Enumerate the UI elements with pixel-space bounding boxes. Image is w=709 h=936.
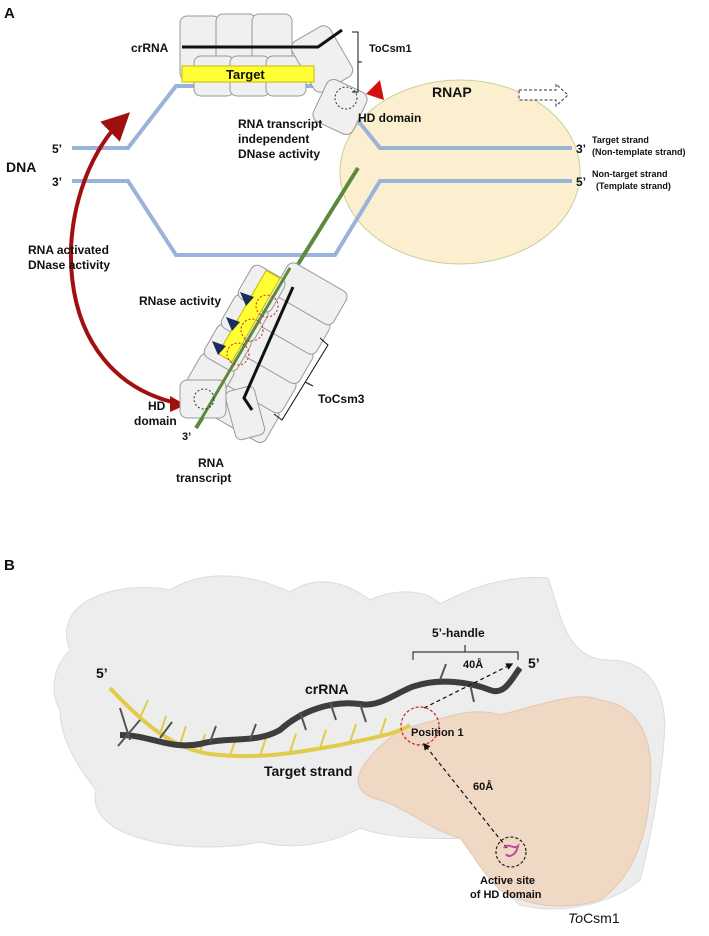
cleavage-markers <box>212 292 279 366</box>
target-strand-backbone <box>108 686 412 759</box>
dist-60-label: 60Å <box>473 780 493 793</box>
independent-activity-3: DNase activity <box>238 147 320 161</box>
non-target-strand-label: Non-target strand <box>592 169 668 179</box>
five-prime-right-b: 5’ <box>528 655 540 671</box>
crrna-top-label: crRNA <box>131 41 169 55</box>
target-strand-b-label: Target strand <box>264 763 352 779</box>
tocsm1-top-label: ToCsm1 <box>369 43 412 55</box>
hd-domain-bottom-2: domain <box>134 414 177 428</box>
rna-activated-arrow <box>68 112 187 407</box>
rna-transcript-label-1: RNA <box>198 456 224 470</box>
dist-40-arrow <box>423 663 514 709</box>
non-template-strand-label: (Non-template strand) <box>592 147 686 157</box>
tocsm1-b-prefix: To <box>568 910 583 926</box>
tocsm3-tail <box>224 385 266 441</box>
rna-activated-2: DNase activity <box>28 258 110 272</box>
target-box <box>181 65 315 83</box>
position-1-circle <box>400 706 440 746</box>
rna-activated-1: RNA activated <box>28 243 109 257</box>
rna-transcript-overlay <box>194 267 292 429</box>
tocsm3-label: ToCsm3 <box>318 392 365 406</box>
crrna-bottom-line <box>242 286 295 411</box>
tocsm3-bracket <box>273 337 329 421</box>
dna-non-target-strand <box>72 179 572 257</box>
independent-activity-2: independent <box>238 132 309 146</box>
hd-region-surface <box>357 696 652 907</box>
dist-40-label: 40Å <box>463 658 483 671</box>
tocsm1-bracket <box>352 31 362 93</box>
hd-domain-bottom-1: HD <box>148 399 166 413</box>
handle-label: 5’-handle <box>432 626 485 640</box>
hd-circle-top <box>334 86 358 110</box>
active-site-label-2: of HD domain <box>470 889 542 901</box>
hd-circle-bottom <box>193 388 215 410</box>
target-label: Target <box>226 67 265 82</box>
rna-transcript-label-2: transcript <box>176 471 231 485</box>
template-strand-label: (Template strand) <box>596 181 671 191</box>
active-site-circle <box>495 836 527 868</box>
dna-5prime-right: 5’ <box>576 175 586 189</box>
five-prime-left-b: 5’ <box>96 665 108 681</box>
rnap-ellipse <box>339 79 581 265</box>
dna-3prime-right: 3’ <box>576 142 586 156</box>
handle-bracket <box>412 645 519 660</box>
dna-5prime-left: 5’ <box>52 142 62 156</box>
transcript-3prime: 3’ <box>182 431 191 443</box>
position-1-label: Position 1 <box>411 727 464 739</box>
target-box-bottom <box>217 269 281 363</box>
panel-a-label: A <box>4 5 15 22</box>
active-site-residue <box>503 842 520 857</box>
rnap-label: RNAP <box>432 84 472 100</box>
crrna-bases <box>117 663 475 747</box>
cleavage-triangle-top <box>366 80 384 100</box>
crrna-b-label: crRNA <box>305 681 349 697</box>
tocsm3-base <box>179 379 227 419</box>
crrna-top-line <box>182 28 343 49</box>
independent-activity-1: RNA transcript <box>238 117 322 131</box>
dna-label: DNA <box>6 159 36 175</box>
tocsm1-b-suffix: Csm1 <box>583 910 620 926</box>
rnase-activity-label: RNase activity <box>139 294 221 308</box>
active-site-label-1: Active site <box>480 875 535 887</box>
dna-3prime-left: 3’ <box>52 175 62 189</box>
tocsm1-b-label: ToCsm1 <box>568 910 620 926</box>
direction-arrow <box>518 82 569 108</box>
crrna-backbone <box>119 666 523 749</box>
target-strand-label: Target strand <box>592 135 649 145</box>
hd-domain-top-label: HD domain <box>358 111 421 125</box>
panel-b-label: B <box>4 557 15 574</box>
rna-activated-arrow-tail <box>170 396 186 412</box>
dist-60-arrow <box>423 742 508 849</box>
